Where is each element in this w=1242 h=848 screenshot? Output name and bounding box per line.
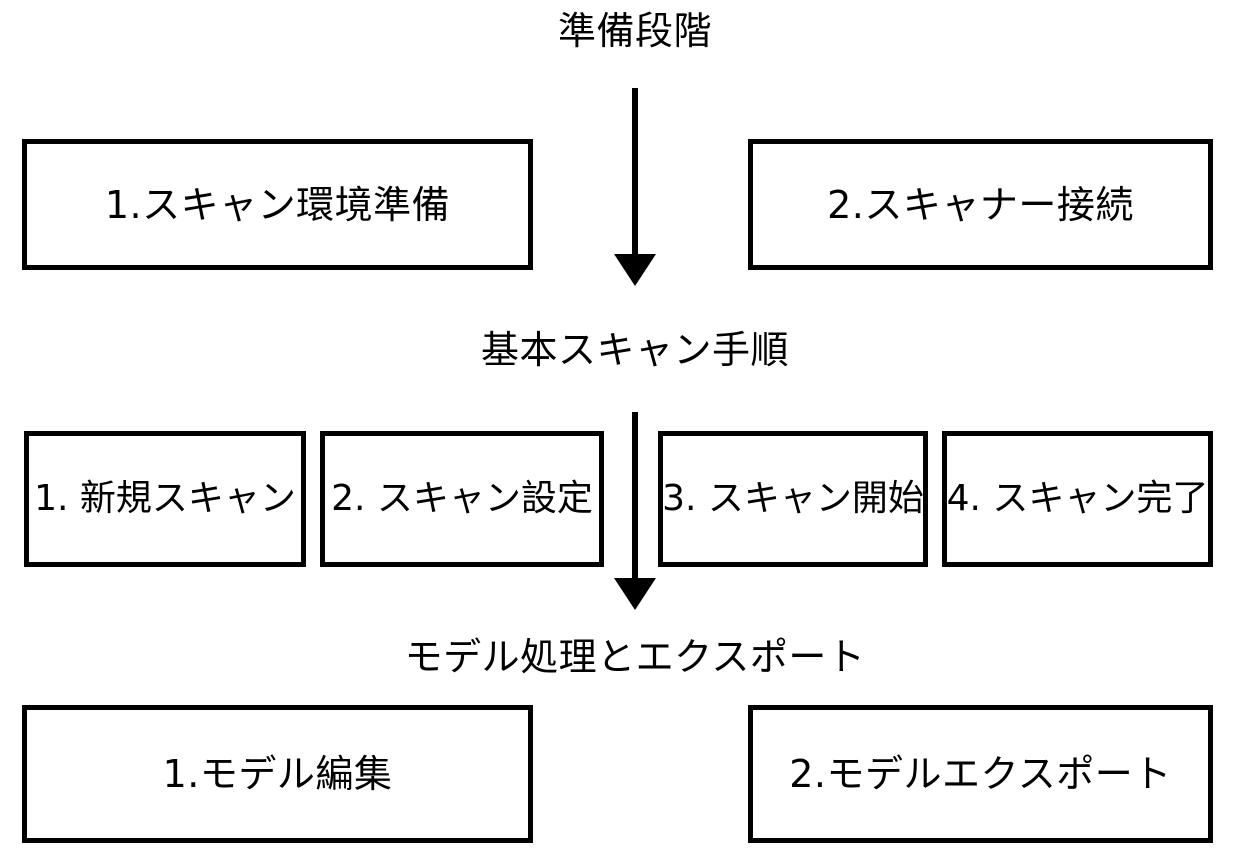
- node-scan-settings[interactable]: 2. スキャン設定: [320, 431, 604, 567]
- arrow-head-icon: [614, 578, 656, 610]
- section-header-basic-scan-procedure: 基本スキャン手順: [480, 328, 789, 372]
- section-header-model-processing-and-export: モデル処理とエクスポート: [404, 635, 866, 679]
- node-label: 4. スキャン完了: [946, 478, 1209, 519]
- section-header-preparation: 準備段階: [557, 9, 712, 53]
- node-label: 2.モデルエクスポート: [789, 752, 1172, 796]
- node-label: 1.スキャン環境準備: [104, 182, 451, 227]
- node-label: 1. 新規スキャン: [34, 478, 296, 519]
- node-label: 2.スキャナー接続: [827, 182, 1134, 227]
- node-model-export[interactable]: 2.モデルエクスポート: [748, 705, 1213, 843]
- arrow-shaft: [632, 412, 638, 582]
- node-label: 3. スキャン開始: [662, 478, 924, 519]
- node-model-editing[interactable]: 1.モデル編集: [22, 705, 533, 843]
- node-start-scan[interactable]: 3. スキャン開始: [658, 431, 928, 567]
- node-scan-complete[interactable]: 4. スキャン完了: [942, 431, 1213, 567]
- arrow-head-icon: [614, 254, 656, 286]
- node-label: 2. スキャン設定: [331, 478, 593, 519]
- node-scanner-connection[interactable]: 2.スキャナー接続: [748, 139, 1213, 270]
- node-label: 1.モデル編集: [162, 752, 393, 796]
- node-new-scan[interactable]: 1. 新規スキャン: [24, 431, 306, 567]
- arrow-shaft: [632, 88, 638, 258]
- node-scan-environment-preparation[interactable]: 1.スキャン環境準備: [22, 139, 533, 270]
